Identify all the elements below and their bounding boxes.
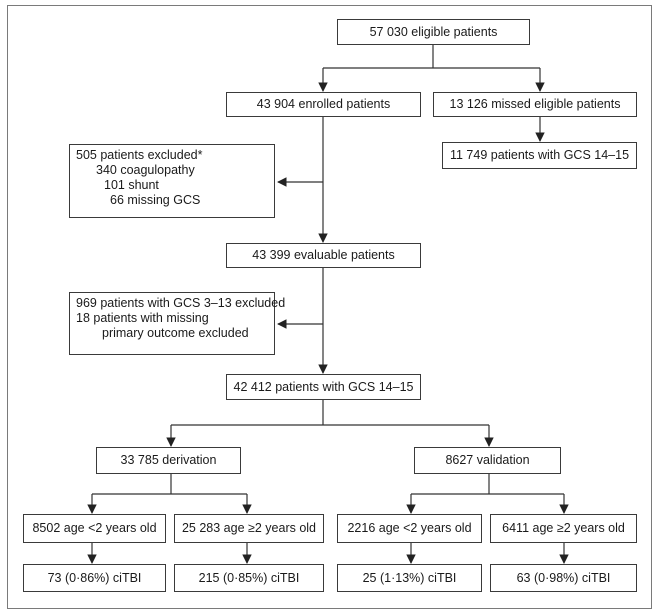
eligible-patients-label: 57 030 eligible patients xyxy=(369,24,498,39)
derivation-under-2-outcome-box: 73 (0·86%) ciTBI xyxy=(23,564,166,592)
validation-box: 8627 validation xyxy=(414,447,561,474)
eligible-patients-box: 57 030 eligible patients xyxy=(337,19,530,45)
derivation-label: 33 785 derivation xyxy=(120,453,217,467)
validation-over-2-outcome-label: 63 (0·98%) ciTBI xyxy=(516,570,611,585)
excluded-shunt: 101 shunt xyxy=(104,178,159,192)
derivation-over-2-outcome-box: 215 (0·85%) ciTBI xyxy=(174,564,324,592)
validation-over-2-box: 6411 age ≥2 years old xyxy=(490,514,637,543)
validation-under-2-outcome-label: 25 (1·13%) ciTBI xyxy=(362,570,457,585)
missed-patients-box: 13 126 missed eligible patients xyxy=(433,92,637,117)
gcs-excluded-line-2: 18 patients with missing xyxy=(76,311,209,325)
missed-gcs-box: 11 749 patients with GCS 14–15 xyxy=(442,142,637,169)
validation-over-2-label: 6411 age ≥2 years old xyxy=(502,521,625,535)
enrolled-patients-label: 43 904 enrolled patients xyxy=(256,97,391,111)
derivation-over-2-label: 25 283 age ≥2 years old xyxy=(181,521,317,535)
validation-under-2-label: 2216 age <2 years old xyxy=(347,521,472,535)
derivation-under-2-outcome-label: 73 (0·86%) ciTBI xyxy=(47,570,142,585)
excluded-coagulopathy: 340 coagulopathy xyxy=(96,163,195,177)
evaluable-patients-box: 43 399 evaluable patients xyxy=(226,243,421,268)
enrolled-patients-box: 43 904 enrolled patients xyxy=(226,92,421,117)
gcs-1415-box: 42 412 patients with GCS 14–15 xyxy=(226,374,421,400)
excluded-missing-gcs: 66 missing GCS xyxy=(110,193,201,207)
validation-over-2-outcome-box: 63 (0·98%) ciTBI xyxy=(490,564,637,592)
derivation-under-2-box: 8502 age <2 years old xyxy=(23,514,166,543)
gcs-excluded-box: 969 patients with GCS 3–13 excluded 18 p… xyxy=(69,292,286,355)
validation-under-2-outcome-box: 25 (1·13%) ciTBI xyxy=(337,564,482,592)
excluded-patients-box: 505 patients excluded* 340 coagulopathy … xyxy=(69,144,275,218)
missed-patients-label: 13 126 missed eligible patients xyxy=(449,97,621,111)
gcs-excluded-line-3: primary outcome excluded xyxy=(102,326,249,340)
evaluable-patients-label: 43 399 evaluable patients xyxy=(252,248,395,262)
gcs-1415-label: 42 412 patients with GCS 14–15 xyxy=(233,379,414,394)
missed-gcs-label: 11 749 patients with GCS 14–15 xyxy=(449,148,630,162)
validation-under-2-box: 2216 age <2 years old xyxy=(337,514,482,543)
validation-label: 8627 validation xyxy=(445,453,530,467)
derivation-box: 33 785 derivation xyxy=(96,447,241,474)
figure-frame xyxy=(7,5,652,609)
derivation-over-2-box: 25 283 age ≥2 years old xyxy=(174,514,324,543)
derivation-over-2-outcome-label: 215 (0·85%) ciTBI xyxy=(198,570,300,585)
gcs-excluded-line-1: 969 patients with GCS 3–13 excluded xyxy=(76,296,286,310)
derivation-under-2-label: 8502 age <2 years old xyxy=(32,521,157,535)
excluded-title: 505 patients excluded* xyxy=(76,148,203,162)
